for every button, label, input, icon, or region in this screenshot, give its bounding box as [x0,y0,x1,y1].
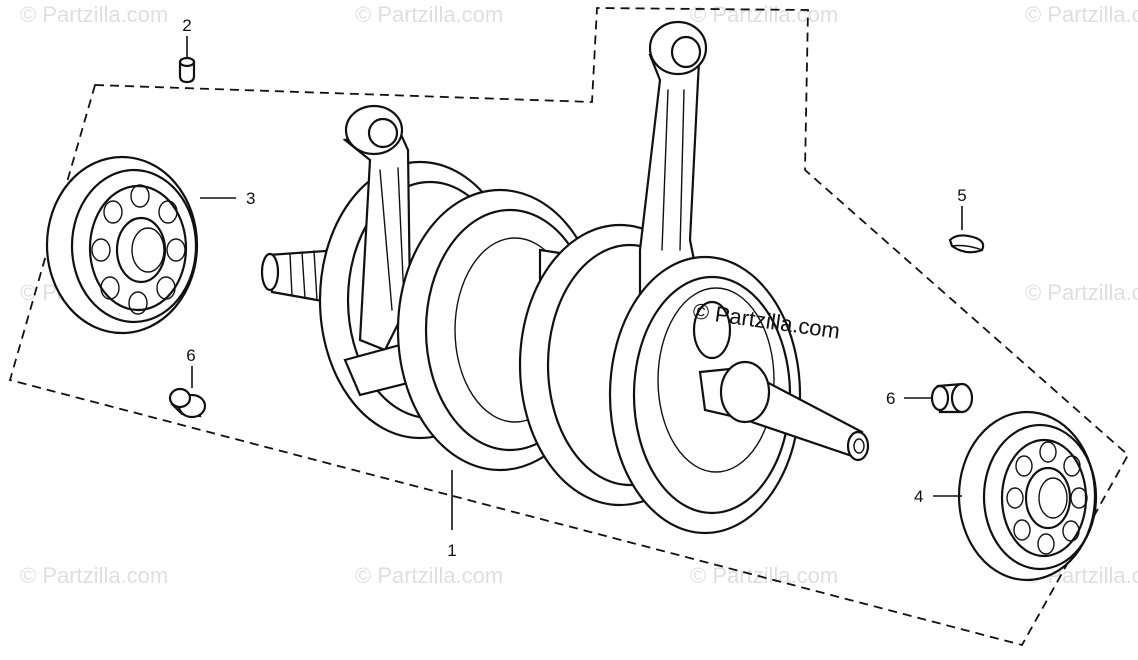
dowel-pin [178,56,196,84]
watermark-text: © Partzilla.com [1025,2,1138,27]
callout-1: 1 [447,541,456,560]
watermark-text: © Partzilla.com [690,2,838,27]
leader-lines [186,36,963,530]
callout-4: 4 [914,487,923,506]
callout-6-left: 6 [186,346,195,365]
right-ball-bearing [957,410,1098,582]
watermark-text: © Partzilla.com [1025,280,1138,305]
assembly-boundary [8,7,1130,647]
callout-2: 2 [182,16,191,35]
woodruff-key [948,234,985,254]
left-connecting-rod [342,104,422,397]
crankshaft-assembly [260,20,870,535]
left-bushing [168,387,207,419]
right-connecting-rod [638,20,708,302]
watermark-text: © Partzilla.com [20,563,168,588]
watermark-text: © Partzilla.com [20,2,168,27]
callout-6-right: 6 [886,389,895,408]
callout-5: 5 [957,186,966,205]
callout-3: 3 [246,189,255,208]
left-ball-bearing [45,155,199,335]
right-bushing [930,382,974,414]
watermark-text: © Partzilla.com [355,2,503,27]
callout-labels: 2 3 6 1 6 4 5 [182,16,966,560]
watermark-text: © Partzilla.com [690,563,838,588]
watermark-text: © Partzilla.com [355,563,503,588]
taper-shaft [698,360,870,462]
